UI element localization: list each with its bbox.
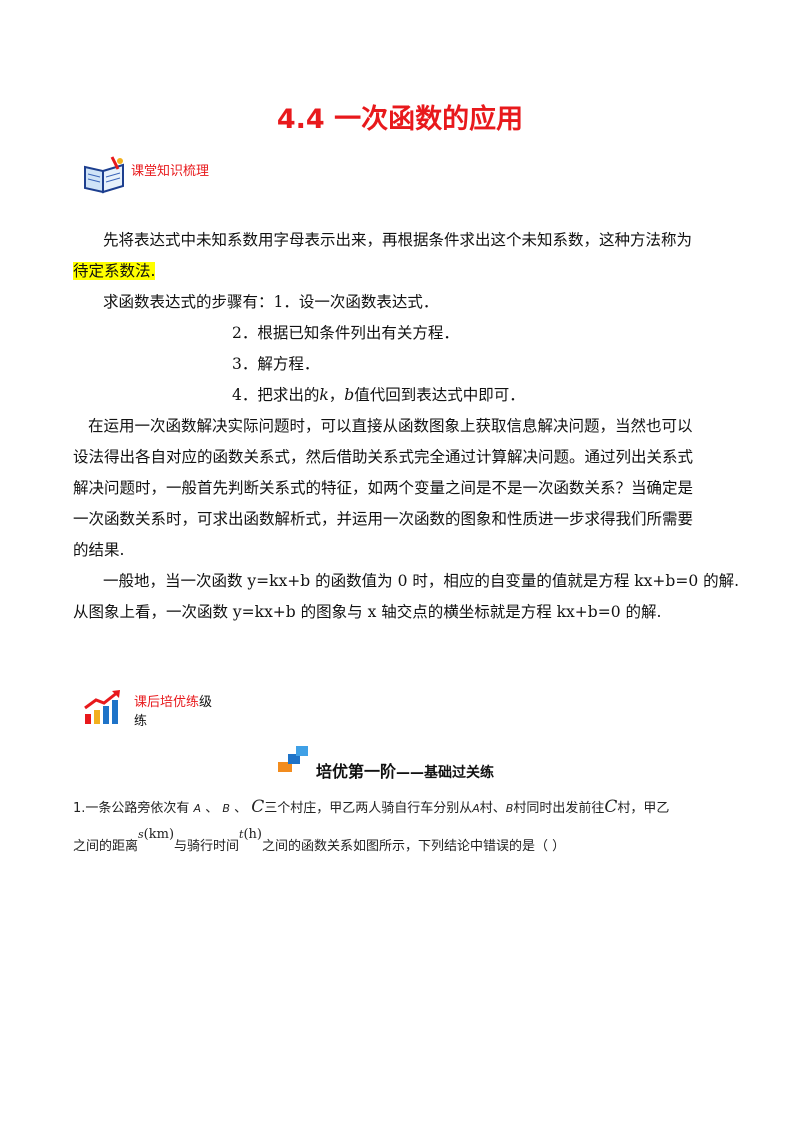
section-label: 课堂知识梳理 [131,164,210,179]
var-b: b [344,386,355,404]
steps-lead: 求函数表达式的步骤有：1．设一次函数表达式． [103,293,439,311]
para-line: 的结果. [73,541,125,559]
tier-heading: 培优第一阶——基础过关练 [278,746,538,782]
var-C: C [604,797,618,817]
step-4: 4．把求出的k，b值代回到表达式中即可． [232,380,525,411]
unit-km: (km) [143,827,175,842]
var-A: A [193,802,202,815]
sep: ， [328,386,345,404]
section-label: 课后培优练级 [134,691,212,710]
q-text: 1.一条公路旁依次有 [73,801,190,816]
question-1-line-1: 1.一条公路旁依次有 A 、 B 、 C三个村庄，甲乙两人骑自行车分别从A村、B… [73,797,669,817]
var-B: B [505,802,514,815]
q-text: 与骑行时间 [174,839,240,854]
para-line: 设法得出各自对应的函数关系式，然后借助关系式完全通过计算解决问题。通过列出关系式 [73,448,694,466]
question-1-line-2: 之间的距离s(km)与骑行时间t(h)之间的函数关系如图所示，下列结论中错误的是… [73,827,566,854]
tier-label: 培优第一阶——基础过关练 [316,758,494,782]
q-text: 三个村庄，甲乙两人骑自行车分别从 [264,801,473,816]
para-line: 从图象上看，一次函数 y=kx+b 的图象与 x 轴交点的横坐标就是方程 kx+… [73,603,662,621]
var-C: C [251,797,265,817]
highlighted-term: 待定系数法. [73,256,156,287]
var-A: A [472,802,480,815]
stairs-icon [278,746,308,772]
page-title: 4.4 一次函数的应用 [276,104,524,135]
section-header-practice: 课后培优练级 练 [82,686,242,730]
para-line: 解决问题时，一般首先判断关系式的特征，如两个变量之间是不是一次函数关系？当确定是 [73,479,694,497]
tier-label-rest: ——基础过关练 [396,765,495,781]
para-line: 先将表达式中未知系数用字母表示出来，再根据条件求出这个未知系数，这种方法称为 [103,231,693,249]
step-2: 2．根据已知条件列出有关方程． [232,324,459,342]
var-B: B [222,802,230,815]
q-text: 之间的函数关系如图所示，下列结论中错误的是（ ） [262,839,566,854]
step-3: 3．解方程． [232,355,320,373]
section-header-knowledge: 课堂知识梳理 [82,155,282,195]
para-line: 在运用一次函数解决实际问题时，可以直接从函数图象上获取信息解决问题，当然也可以 [88,417,693,435]
section-label-red: 课后培优练 [134,695,200,710]
unit-h: (h) [243,827,262,842]
para-line: 一次函数关系时，可求出函数解析式，并运用一次函数的图象和性质进一步求得我们所需要 [73,510,694,528]
var-t-h: t(h) [239,827,262,842]
open-book-icon [84,156,124,194]
var-k: k [319,386,329,404]
q-sep: 、 [205,801,219,816]
step-4-part: 4．把求出的 [232,386,320,404]
section-label-black: 级 [199,695,213,710]
section-label-wrap: 练 [134,714,148,729]
step-4-tail: 值代回到表达式中即可． [354,386,525,404]
para-line: 一般地，当一次函数 y=kx+b 的函数值为 0 时，相应的自变量的值就是方程 … [103,572,740,590]
q-text: 村、 [479,801,506,816]
var-t: t [239,828,244,841]
q-text: 村同时出发前往 [513,801,605,816]
highlight-text: 待定系数法. [73,262,156,280]
var-s: s [138,828,144,841]
var-s-km: s(km) [138,827,174,842]
q-text: 之间的距离 [73,839,139,854]
q-sep: 、 [234,801,248,816]
tier-label-bold: 培优第一阶 [316,762,397,781]
rising-chart-icon [84,690,120,724]
q-text: 村，甲乙 [617,801,670,816]
